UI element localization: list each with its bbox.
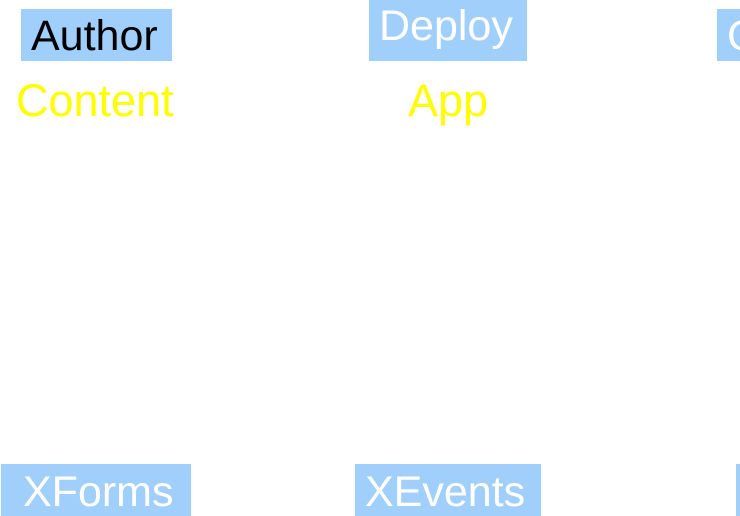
deploy-node: Deploy (369, 0, 527, 61)
author-node: Author (21, 9, 172, 61)
xevents-node-label: XEvents (365, 468, 526, 516)
author-node-label: Author (31, 12, 158, 60)
app-label: App (408, 75, 489, 126)
right-bottom-node-partial (736, 464, 740, 516)
content-label: Content (16, 75, 174, 126)
right-top-node-partial: C (717, 9, 740, 61)
xevents-node: XEvents (355, 464, 541, 516)
xforms-node-label: XForms (23, 468, 174, 516)
deploy-node-label: Deploy (379, 2, 513, 50)
right-top-node-label: C (727, 12, 740, 60)
xforms-node: XForms (1, 464, 191, 516)
